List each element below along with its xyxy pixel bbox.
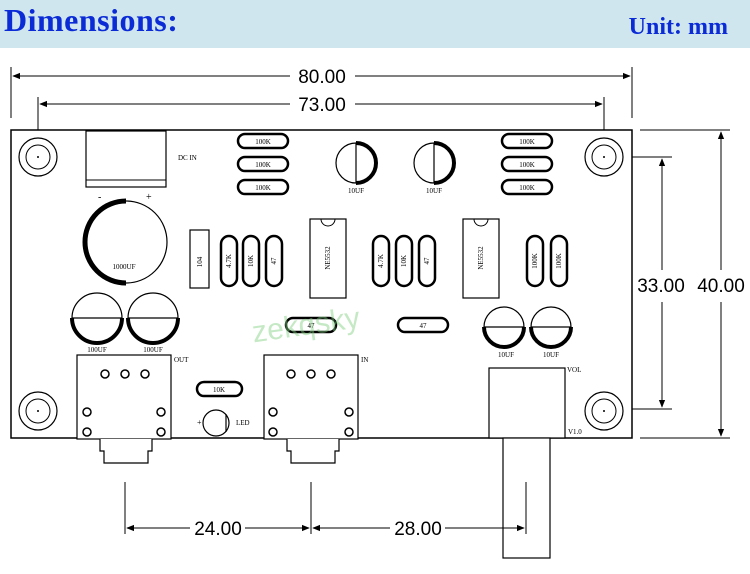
capacitor-label: 100UF [143,346,163,354]
capacitor-label: 10UF [348,187,364,195]
capacitor-label: 10UF [543,351,559,359]
ic-chip: NE5532 [309,218,347,299]
capacitor-label: 10UF [426,187,442,195]
dc-jack: DC IN - + [85,130,197,203]
resistor-label: 10K [247,255,255,267]
capacitor: 10UF [413,141,456,195]
resistor-label: 10K [400,255,408,267]
resistor-label: 100K [519,138,535,146]
jack-to-pot-text: 28.00 [394,519,442,540]
resistor-label: 47 [270,257,278,265]
resistor: 10K [195,380,244,398]
height-dimension-text: 40.00 [697,276,745,297]
height-dimension: 40.00 [640,129,745,439]
in-label: IN [361,356,368,364]
hole-spacing-y-text: 33.00 [637,276,685,297]
resistor-label: 47 [423,257,431,265]
resistor: 47 [417,234,437,288]
jack-to-pot-dimension: 28.00 [312,482,527,540]
resistor: 100K [236,132,290,150]
dc-minus-label: - [98,192,101,203]
led: + LED [197,409,250,437]
capacitor: 10UF [335,141,378,195]
mounting-hole [18,391,58,431]
capacitor: 10UF [482,306,526,359]
capacitor: 10UF [529,306,573,359]
resistor: 100K [500,155,554,173]
capacitor: 104 [189,229,210,289]
dc-plus-label: + [146,192,152,203]
capacitor-label: 10UF [498,351,514,359]
pot-label: V1.0 [568,428,582,436]
resistor: 47 [396,316,450,334]
resistor-label: 100K [255,161,271,169]
resistor: 47 [284,316,338,334]
resistor-label: 10K [213,386,225,394]
pcb-dimension-drawing: 80.00 73.00 33.00 40.00 [10,67,745,559]
mounting-hole [18,137,58,177]
resistor: 4.7K [371,234,391,288]
output-jack: OUT [76,354,189,464]
mounting-hole [584,391,624,431]
out-label: OUT [174,356,189,364]
hole-spacing-x-text: 73.00 [298,95,346,116]
ic-label: NE5532 [324,246,332,270]
resistor: 100K [236,155,290,173]
resistor-label: 4.7K [225,254,233,268]
page-title: Dimensions: [4,2,179,38]
resistor: 10K [394,234,414,288]
input-jack: IN [263,354,368,464]
jack-spacing-text: 24.00 [194,519,242,540]
unit-label: Unit: mm [628,14,728,40]
capacitor-label: 1000UF [113,263,136,271]
header-bar: Dimensions: Unit: mm [0,0,750,48]
capacitor: 1000UF [82,198,168,286]
resistor-label: 100K [519,184,535,192]
resistor: 100K [525,234,545,288]
width-dimension: 80.00 [10,67,633,118]
ic-label: NE5532 [477,246,485,270]
dc-in-label: DC IN [178,154,197,162]
resistor-label: 100K [255,184,271,192]
jack-spacing-dimension: 24.00 [124,482,312,540]
resistor: 4.7K [219,234,239,288]
led-plus-label: + [197,418,202,427]
resistor-label: 47 [308,322,316,330]
resistor-label: 100K [555,253,563,269]
resistor: 100K [500,178,554,196]
ic-chip: NE5532 [462,218,500,299]
hole-spacing-x-dimension: 73.00 [37,95,605,145]
capacitor-label: 100UF [87,346,107,354]
resistor-label: 100K [519,161,535,169]
capacitor: 100UF [126,292,180,354]
resistor-label: 4.7K [377,254,385,268]
resistor: 100K [236,178,290,196]
resistor-label: 47 [420,322,428,330]
width-dimension-text: 80.00 [298,67,346,88]
resistor-label: 100K [531,253,539,269]
resistor: 100K [500,132,554,150]
capacitor: 100UF [70,292,124,354]
resistor: 100K [549,234,569,288]
resistor: 10K [241,234,261,288]
resistor-label: 100K [255,138,271,146]
volume-pot: VOL V1.0 [488,366,582,559]
capacitor-label: 104 [196,256,204,267]
led-label: LED [236,419,250,427]
mounting-hole [584,137,624,177]
vol-label: VOL [567,366,581,374]
resistor: 47 [264,234,284,288]
